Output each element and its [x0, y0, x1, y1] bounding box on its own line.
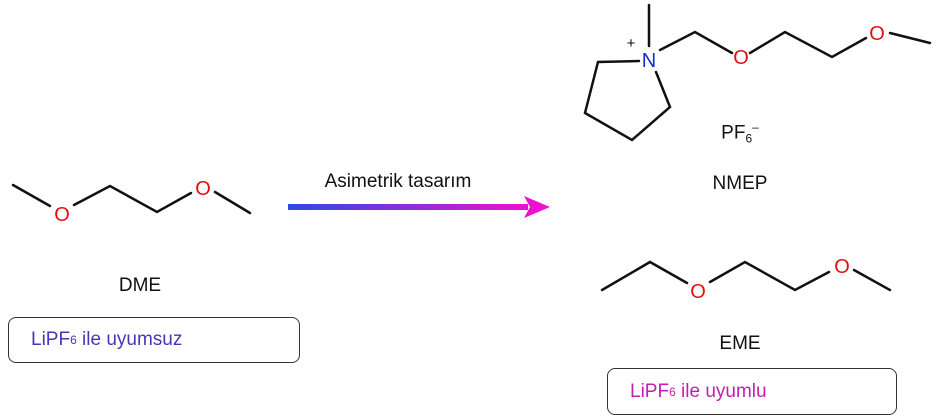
dme-note-prefix: LiPF [31, 329, 71, 350]
dme-oxygen-2: O [195, 178, 211, 200]
eme-oxygen-2: O [834, 256, 850, 278]
eme-note-sub: 6 [669, 384, 676, 399]
nmep-plus-charge: + [627, 35, 636, 52]
reaction-arrow [288, 196, 550, 218]
nmep-nitrogen: N [642, 50, 656, 72]
arrow-label: Asimetrik tasarım [324, 171, 472, 192]
anion-sub: 6 [745, 131, 753, 146]
dme-oxygen-1: O [54, 204, 70, 226]
eme-note-suffix: ile uyumlu [675, 380, 767, 402]
dme-structure [11, 183, 252, 215]
eme-label: EME [719, 333, 761, 354]
nmep-label: NMEP [712, 173, 768, 194]
nmep-oxygen-1: O [733, 47, 749, 69]
nmep-oxygen-2: O [869, 23, 885, 45]
anion-main: PF [721, 122, 746, 144]
dme-note-sub: 6 [70, 333, 77, 347]
anion-charge: – [752, 120, 759, 134]
dme-note-suffix: ile uyumsuz [76, 329, 183, 350]
eme-structure [600, 260, 892, 292]
nmep-structure [583, 3, 932, 142]
eme-oxygen-1: O [690, 281, 706, 303]
nmep-anion: PF6– [721, 120, 759, 145]
eme-note-prefix: LiPF [630, 380, 670, 402]
dme-label: DME [118, 275, 162, 296]
